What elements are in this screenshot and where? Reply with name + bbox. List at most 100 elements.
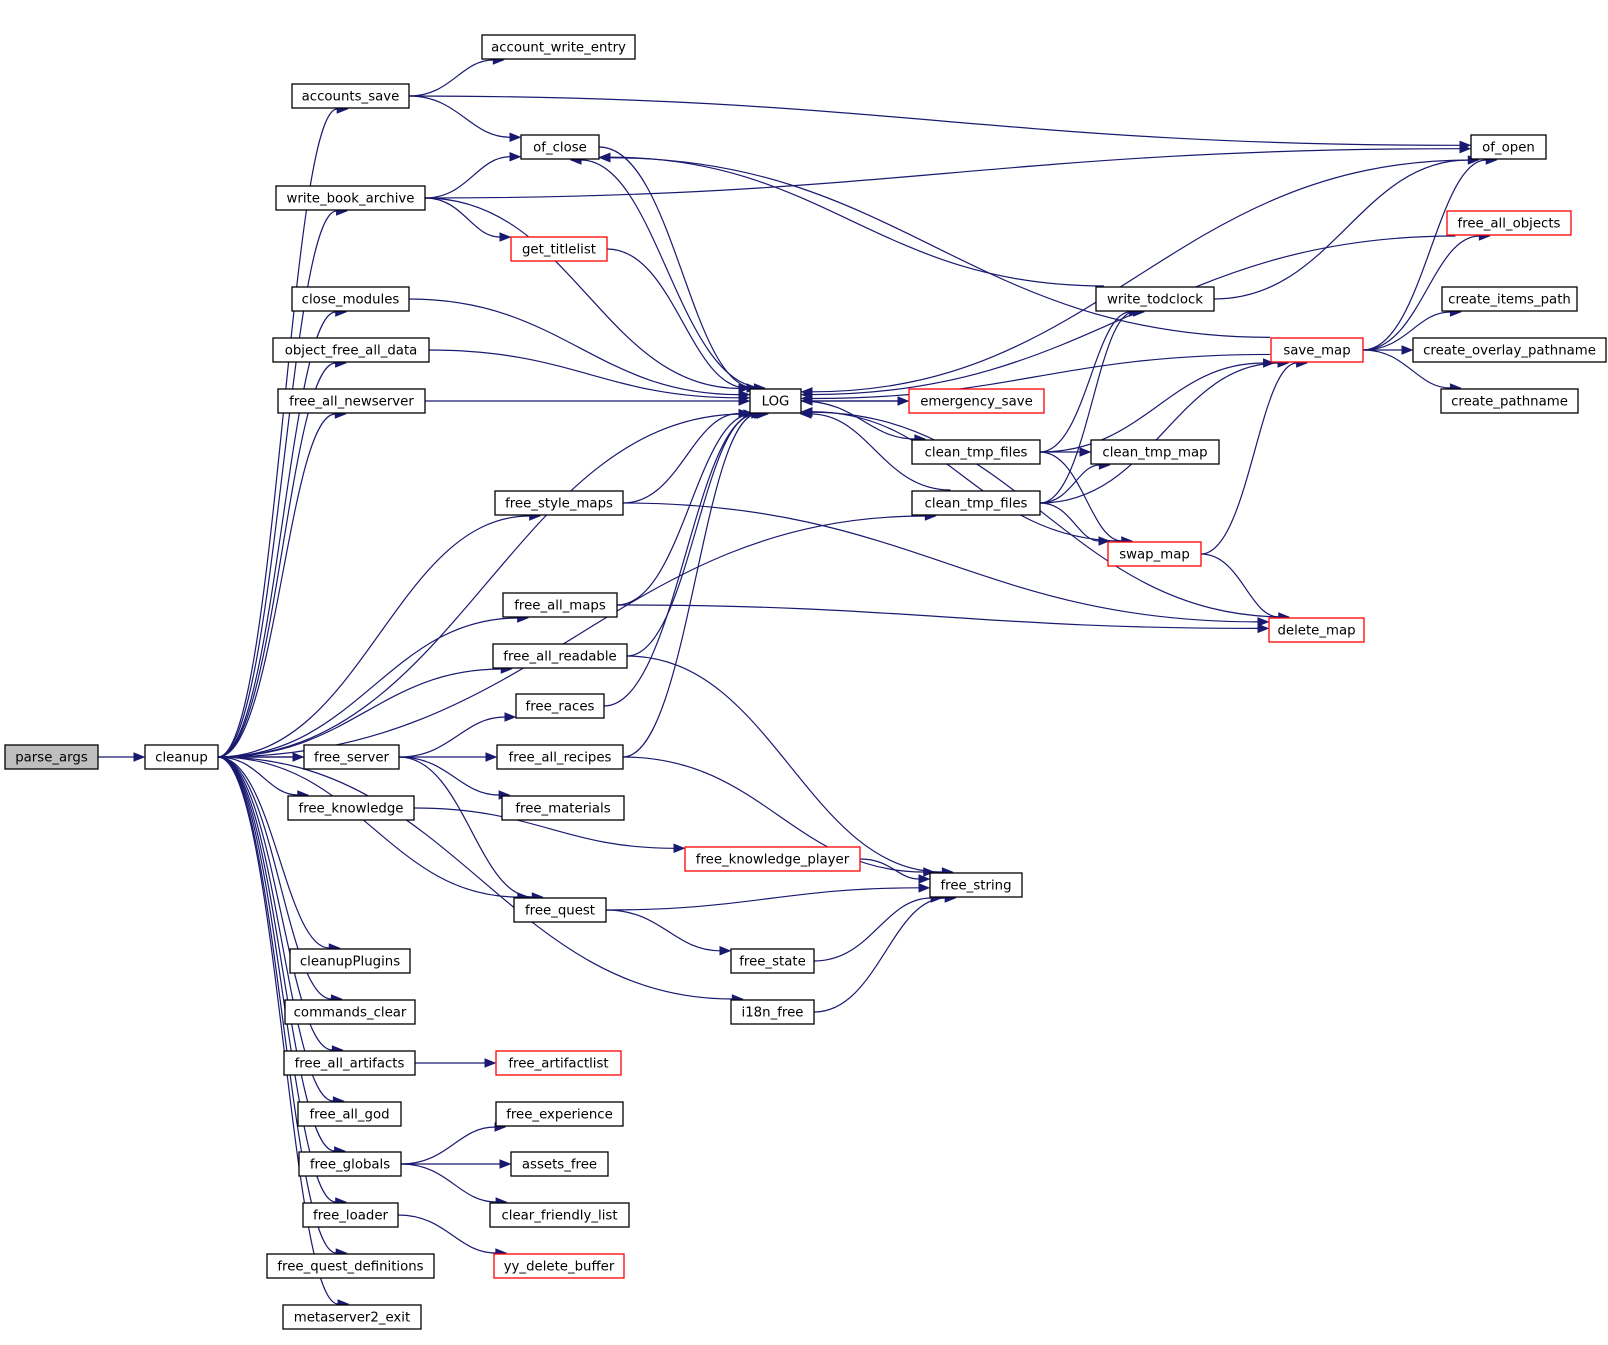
node-box-write_todclock[interactable] — [1095, 286, 1215, 312]
node-create_pathname[interactable]: create_pathname — [1440, 388, 1579, 414]
node-box-save_map[interactable] — [1270, 337, 1364, 363]
node-box-free_quest[interactable] — [513, 897, 607, 923]
node-box-clean_tmp_files_1[interactable] — [911, 439, 1041, 465]
node-clean_tmp_files_1[interactable]: clean_tmp_files — [911, 439, 1041, 465]
node-free_all_newserver[interactable]: free_all_newserver — [277, 388, 426, 414]
node-box-free_state[interactable] — [730, 948, 815, 974]
node-box-of_open[interactable] — [1470, 134, 1547, 160]
node-box-free_all_newserver[interactable] — [277, 388, 426, 414]
node-free_quest_definitions[interactable]: free_quest_definitions — [266, 1253, 435, 1279]
node-free_style_maps[interactable]: free_style_maps — [494, 490, 624, 516]
node-free_string[interactable]: free_string — [929, 872, 1023, 898]
node-cleanup[interactable]: cleanup — [144, 744, 219, 770]
node-free_server[interactable]: free_server — [303, 744, 400, 770]
node-object_free_all_data[interactable]: object_free_all_data — [272, 337, 430, 363]
node-box-clear_friendly_list[interactable] — [489, 1202, 630, 1228]
node-box-cleanupPlugins[interactable] — [289, 948, 411, 974]
node-box-free_server[interactable] — [303, 744, 400, 770]
node-box-free_loader[interactable] — [302, 1202, 399, 1228]
node-delete_map[interactable]: delete_map — [1268, 617, 1365, 643]
node-box-free_all_artifacts[interactable] — [283, 1050, 416, 1076]
node-close_modules[interactable]: close_modules — [291, 286, 410, 312]
node-assets_free[interactable]: assets_free — [510, 1151, 609, 1177]
node-box-delete_map[interactable] — [1268, 617, 1365, 643]
node-box-create_pathname[interactable] — [1440, 388, 1579, 414]
node-free_all_maps[interactable]: free_all_maps — [502, 592, 618, 618]
node-box-swap_map[interactable] — [1107, 541, 1202, 567]
node-clean_tmp_map[interactable]: clean_tmp_map — [1090, 439, 1220, 465]
node-box-free_all_readable[interactable] — [492, 643, 628, 669]
node-clean_tmp_files_2[interactable]: clean_tmp_files — [911, 490, 1041, 516]
node-LOG[interactable]: LOG — [749, 388, 802, 414]
node-create_items_path[interactable]: create_items_path — [1441, 286, 1578, 312]
node-write_book_archive[interactable]: write_book_archive — [275, 185, 426, 211]
node-box-commands_clear[interactable] — [284, 999, 416, 1025]
node-free_loader[interactable]: free_loader — [302, 1202, 399, 1228]
node-free_races[interactable]: free_races — [515, 693, 605, 719]
node-box-free_globals[interactable] — [298, 1151, 402, 1177]
node-box-free_all_maps[interactable] — [502, 592, 618, 618]
node-box-free_all_objects[interactable] — [1446, 210, 1572, 236]
node-free_globals[interactable]: free_globals — [298, 1151, 402, 1177]
node-box-i18n_free[interactable] — [730, 999, 815, 1025]
node-box-yy_delete_buffer[interactable] — [493, 1253, 625, 1279]
node-i18n_free[interactable]: i18n_free — [730, 999, 815, 1025]
node-box-free_quest_definitions[interactable] — [266, 1253, 435, 1279]
node-metaserver2_exit[interactable]: metaserver2_exit — [282, 1304, 422, 1330]
node-save_map[interactable]: save_map — [1270, 337, 1364, 363]
node-free_all_objects[interactable]: free_all_objects — [1446, 210, 1572, 236]
node-account_write_entry[interactable]: account_write_entry — [481, 34, 636, 60]
node-box-account_write_entry[interactable] — [481, 34, 636, 60]
node-free_artifactlist[interactable]: free_artifactlist — [495, 1050, 622, 1076]
node-box-free_string[interactable] — [929, 872, 1023, 898]
node-free_state[interactable]: free_state — [730, 948, 815, 974]
node-emergency_save[interactable]: emergency_save — [908, 388, 1045, 414]
node-commands_clear[interactable]: commands_clear — [284, 999, 416, 1025]
node-box-free_artifactlist[interactable] — [495, 1050, 622, 1076]
node-box-LOG[interactable] — [749, 388, 802, 414]
node-accounts_save[interactable]: accounts_save — [291, 83, 410, 109]
node-box-free_materials[interactable] — [501, 795, 625, 821]
node-parse_args[interactable]: parse_args — [4, 744, 99, 770]
node-box-clean_tmp_map[interactable] — [1090, 439, 1220, 465]
node-free_all_god[interactable]: free_all_god — [297, 1101, 402, 1127]
node-yy_delete_buffer[interactable]: yy_delete_buffer — [493, 1253, 625, 1279]
node-free_experience[interactable]: free_experience — [495, 1101, 624, 1127]
node-clear_friendly_list[interactable]: clear_friendly_list — [489, 1202, 630, 1228]
node-box-free_knowledge[interactable] — [287, 795, 415, 821]
node-of_open[interactable]: of_open — [1470, 134, 1547, 160]
node-box-assets_free[interactable] — [510, 1151, 609, 1177]
node-free_all_readable[interactable]: free_all_readable — [492, 643, 628, 669]
node-swap_map[interactable]: swap_map — [1107, 541, 1202, 567]
node-write_todclock[interactable]: write_todclock — [1095, 286, 1215, 312]
node-box-free_style_maps[interactable] — [494, 490, 624, 516]
node-create_overlay_pathname[interactable]: create_overlay_pathname — [1412, 337, 1607, 363]
node-box-clean_tmp_files_2[interactable] — [911, 490, 1041, 516]
node-box-close_modules[interactable] — [291, 286, 410, 312]
node-free_all_artifacts[interactable]: free_all_artifacts — [283, 1050, 416, 1076]
node-box-free_experience[interactable] — [495, 1101, 624, 1127]
node-box-create_items_path[interactable] — [1441, 286, 1578, 312]
node-box-free_races[interactable] — [515, 693, 605, 719]
node-box-object_free_all_data[interactable] — [272, 337, 430, 363]
node-box-cleanup[interactable] — [144, 744, 219, 770]
node-box-free_all_recipes[interactable] — [496, 744, 624, 770]
node-free_all_recipes[interactable]: free_all_recipes — [496, 744, 624, 770]
node-free_quest[interactable]: free_quest — [513, 897, 607, 923]
node-of_close[interactable]: of_close — [520, 134, 600, 160]
node-box-free_knowledge_player[interactable] — [684, 846, 861, 872]
node-box-metaserver2_exit[interactable] — [282, 1304, 422, 1330]
node-get_titlelist[interactable]: get_titlelist — [510, 236, 608, 262]
node-free_knowledge_player[interactable]: free_knowledge_player — [684, 846, 861, 872]
node-box-emergency_save[interactable] — [908, 388, 1045, 414]
node-free_materials[interactable]: free_materials — [501, 795, 625, 821]
node-free_knowledge[interactable]: free_knowledge — [287, 795, 415, 821]
node-box-parse_args[interactable] — [4, 744, 99, 770]
node-box-create_overlay_pathname[interactable] — [1412, 337, 1607, 363]
node-box-write_book_archive[interactable] — [275, 185, 426, 211]
node-box-free_all_god[interactable] — [297, 1101, 402, 1127]
node-box-get_titlelist[interactable] — [510, 236, 608, 262]
node-box-accounts_save[interactable] — [291, 83, 410, 109]
node-box-of_close[interactable] — [520, 134, 600, 160]
node-cleanupPlugins[interactable]: cleanupPlugins — [289, 948, 411, 974]
